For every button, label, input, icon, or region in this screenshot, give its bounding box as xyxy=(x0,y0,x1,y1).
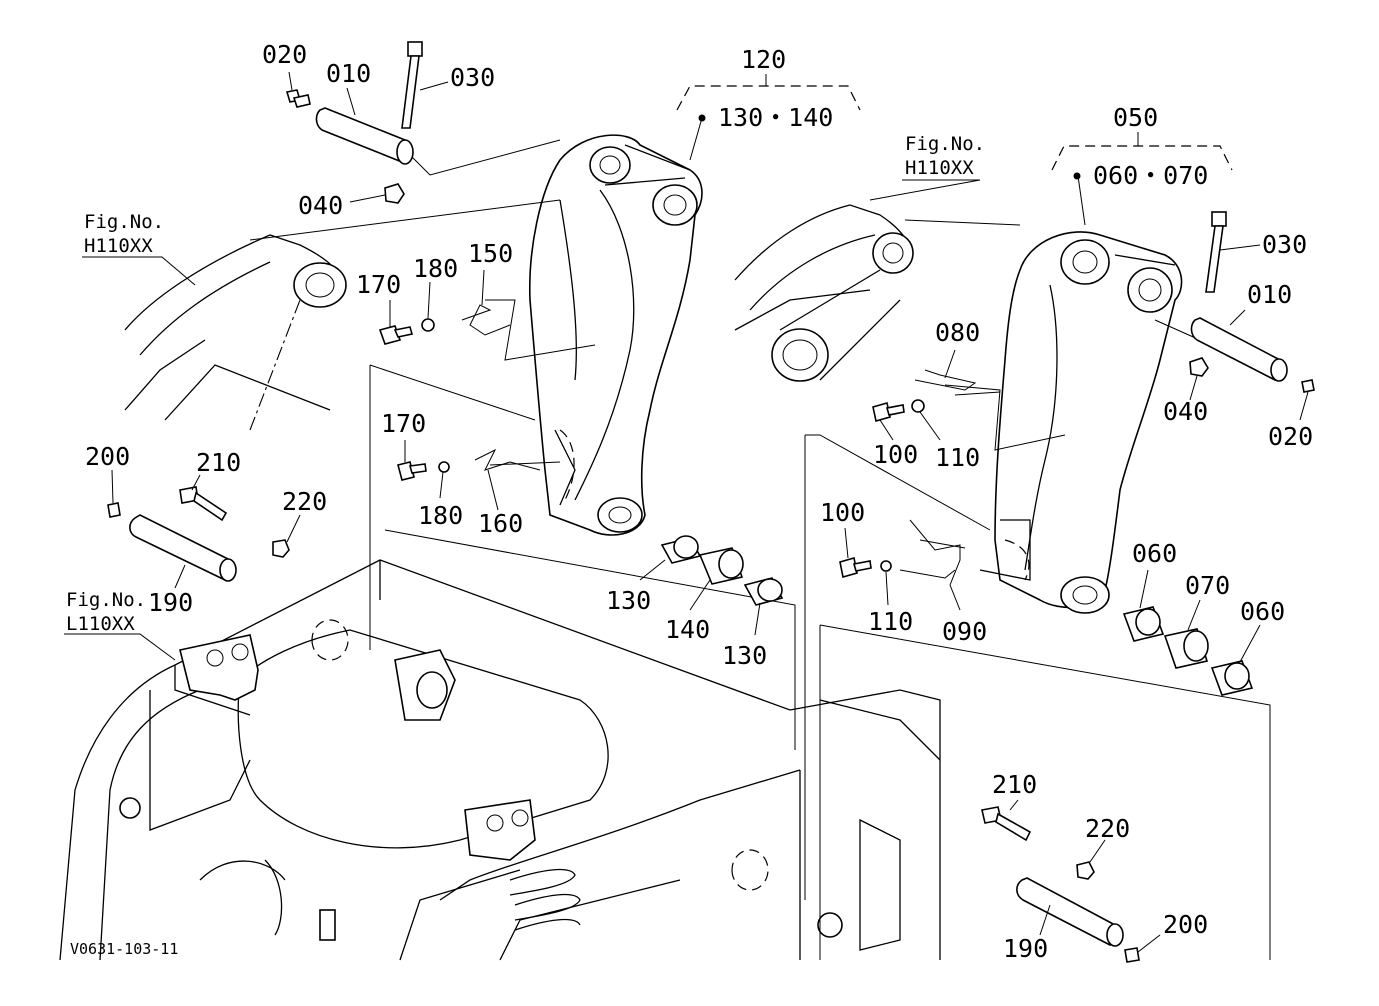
part-label: 020 xyxy=(262,40,307,69)
fig-ref-label: Fig.No. xyxy=(905,133,985,155)
part-label: 030 xyxy=(1262,230,1307,259)
group-members-label: 060・070 xyxy=(1093,161,1208,190)
part-label: 220 xyxy=(1085,814,1130,843)
left-boom xyxy=(528,134,703,536)
drawing-code: V0631-103-11 xyxy=(70,940,178,958)
group-number-label: 050 xyxy=(1113,103,1158,132)
part-label: 040 xyxy=(1163,397,1208,426)
part-label: 010 xyxy=(1247,280,1292,309)
part-label: 040 xyxy=(298,191,343,220)
label-leaders xyxy=(111,71,1309,953)
part-label: 140 xyxy=(665,615,710,644)
part-label: 150 xyxy=(468,239,513,268)
part-label: 110 xyxy=(935,443,980,472)
assembly-leader-lines xyxy=(249,139,1271,960)
group-number-label: 120 xyxy=(741,45,786,74)
part-label: 180 xyxy=(413,254,458,283)
left-front-arm-outline xyxy=(124,234,347,431)
part-label: 190 xyxy=(148,588,193,617)
right-hardware xyxy=(839,211,1315,963)
part-label: 170 xyxy=(381,409,426,438)
part-label: 210 xyxy=(992,770,1037,799)
part-label: 100 xyxy=(820,498,865,527)
part-label: 060 xyxy=(1132,539,1177,568)
group-brackets xyxy=(676,74,1233,180)
fig-ref-number: L110XX xyxy=(66,613,135,635)
part-label: 080 xyxy=(935,318,980,347)
fig-ref-number: H110XX xyxy=(84,235,153,257)
part-label: 200 xyxy=(85,442,130,471)
left-part-labels: 020 010 030 040 170 180 150 170 180 160 … xyxy=(85,40,767,670)
part-label: 130 xyxy=(606,586,651,615)
part-label: 200 xyxy=(1163,910,1208,939)
fig-ref-number: H110XX xyxy=(905,157,974,179)
right-boom xyxy=(979,231,1183,614)
fig-ref-leaders xyxy=(64,179,981,661)
left-hardware xyxy=(107,41,784,606)
part-label: 010 xyxy=(326,59,371,88)
part-label: 090 xyxy=(942,617,987,646)
part-label: 060 xyxy=(1240,597,1285,626)
group-members-label: 130・140 xyxy=(718,103,833,132)
part-label: 190 xyxy=(1003,934,1048,963)
right-part-labels: 030 010 040 020 080 100 110 100 110 090 … xyxy=(820,230,1313,963)
part-label: 020 xyxy=(1268,422,1313,451)
part-label: 030 xyxy=(450,63,495,92)
fig-ref-label: Fig.No. xyxy=(66,589,146,611)
part-label: 100 xyxy=(873,440,918,469)
part-label: 110 xyxy=(868,607,913,636)
part-label: 160 xyxy=(478,509,523,538)
right-front-arm-outline xyxy=(734,204,914,382)
fig-ref-label: Fig.No. xyxy=(84,211,164,233)
figure-references: Fig.No. H110XX Fig.No. H110XX Fig.No. L1… xyxy=(66,133,985,635)
part-label: 210 xyxy=(196,448,241,477)
part-label: 070 xyxy=(1185,571,1230,600)
swing-frame xyxy=(59,559,941,961)
part-label: 220 xyxy=(282,487,327,516)
group-labels: 120 130・140 050 060・070 xyxy=(718,45,1208,190)
part-label: 130 xyxy=(722,641,767,670)
part-label: 170 xyxy=(356,270,401,299)
part-label: 180 xyxy=(418,501,463,530)
